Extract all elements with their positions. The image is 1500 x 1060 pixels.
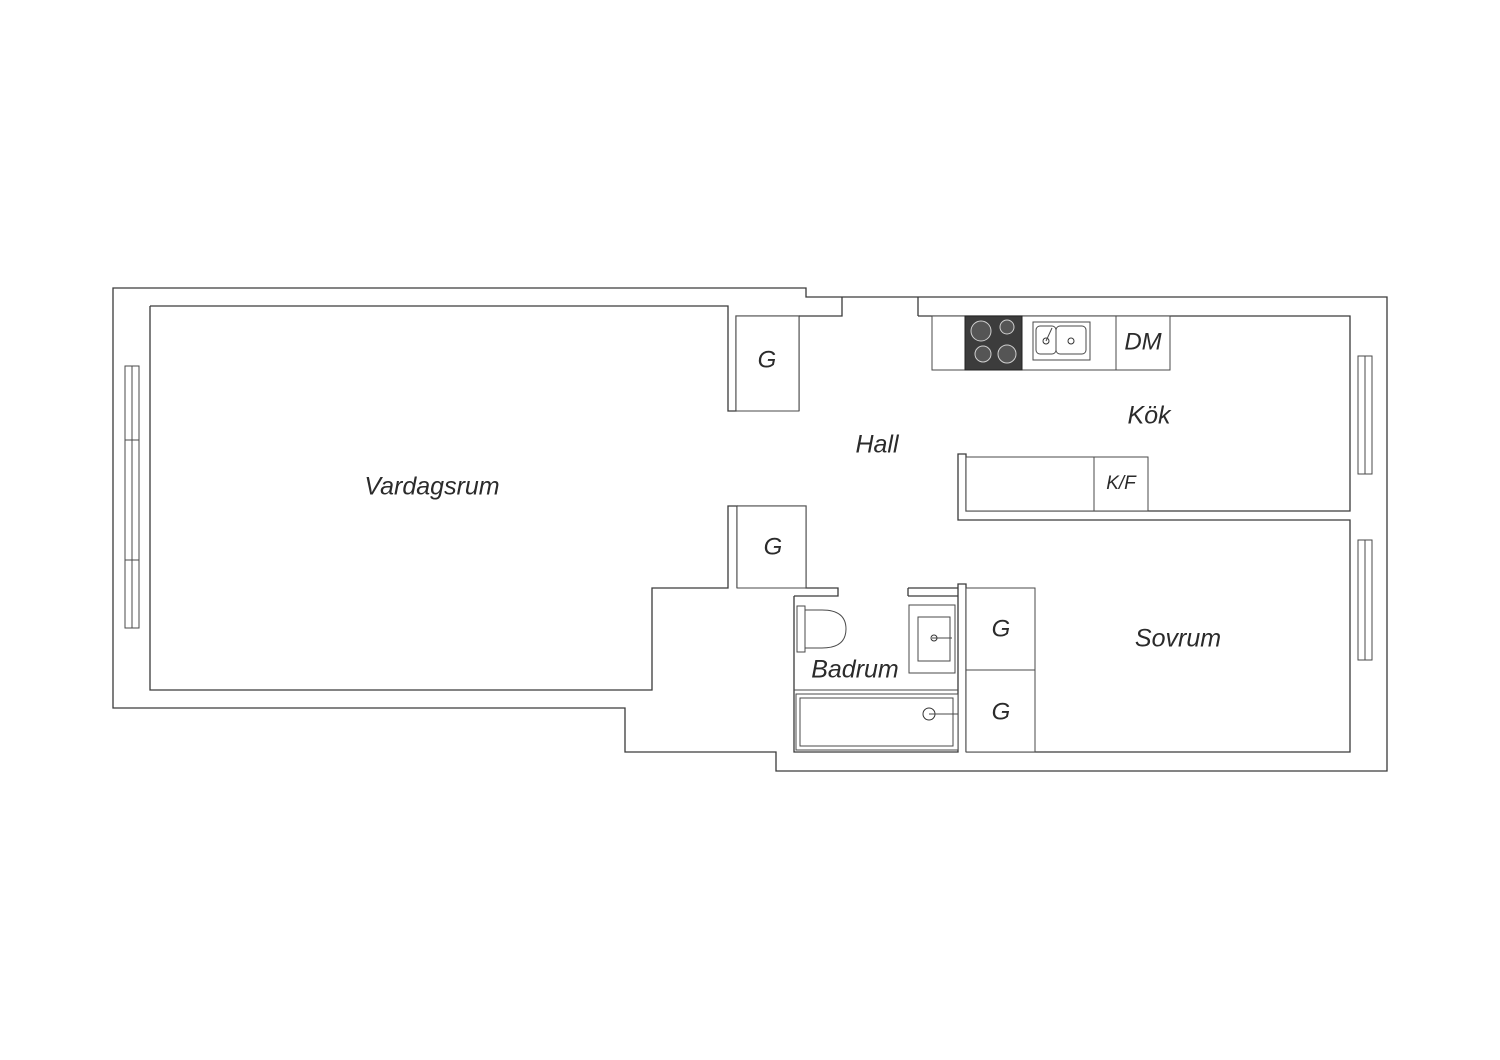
stove-burner [974, 345, 992, 363]
label-fridge-freezer: K/F [1106, 473, 1137, 494]
basin-drain [930, 634, 938, 642]
bathtub-inner [799, 697, 954, 747]
label-wardrobe: G [758, 346, 777, 373]
wardrobe-lower-left [736, 505, 807, 589]
washbasin-bowl [917, 616, 951, 662]
room-label-vardagsrum: Vardagsrum [364, 473, 499, 501]
sink-tap [1045, 327, 1053, 342]
wardrobe-bedroom-lower [965, 669, 1036, 753]
room-label-sovrum: Sovrum [1135, 625, 1221, 653]
wardrobe-upper-left [735, 315, 800, 412]
label-dishwasher: DM [1124, 328, 1161, 355]
label-wardrobe: G [992, 698, 1011, 725]
outer-wall [112, 287, 1388, 772]
room-label-hall: Hall [855, 431, 900, 459]
label-wardrobe: G [764, 533, 783, 560]
stove-burner [999, 319, 1015, 335]
stove-burner [997, 344, 1017, 364]
room-label-kok: Kök [1127, 402, 1172, 430]
hall-top-wall [799, 297, 919, 317]
label-wardrobe: G [992, 615, 1011, 642]
kitchen-counter-bottom [965, 456, 1149, 512]
toilet [802, 609, 847, 649]
room-label-badrum: Badrum [811, 656, 899, 684]
bathroom-walls [793, 583, 967, 753]
stove-burner [970, 320, 992, 342]
sink-drain [1042, 337, 1050, 345]
toilet-tank [796, 605, 806, 653]
kitchen-walls [918, 315, 1351, 753]
sink-basin [1055, 325, 1087, 355]
sink-drain [1067, 337, 1075, 345]
